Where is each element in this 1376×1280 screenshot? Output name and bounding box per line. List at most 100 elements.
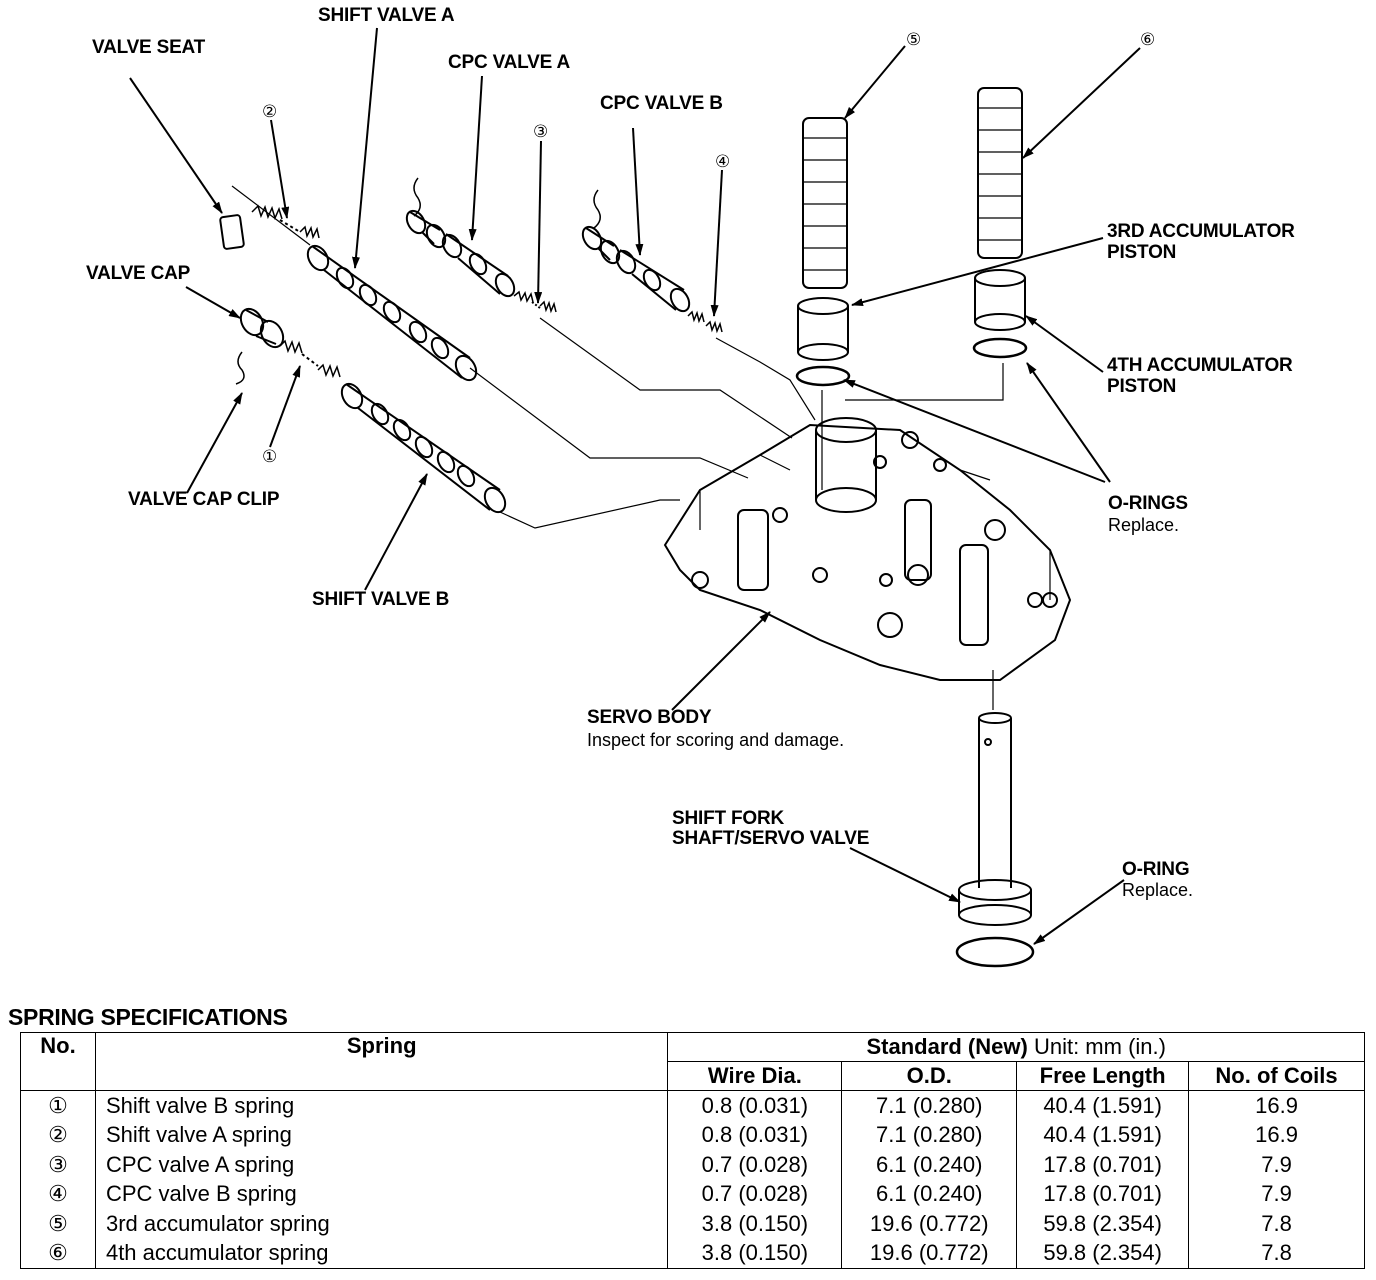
cell-spring: Shift valve A spring <box>94 1120 669 1150</box>
cell-wire: 0.7 (0.028) <box>667 1179 843 1209</box>
leader-orings-1 <box>843 379 1106 483</box>
callout-6: ⑥ <box>1140 30 1156 49</box>
valve-cap-part <box>235 307 285 385</box>
accumulator-4-spring <box>977 87 1023 259</box>
cell-od: 7.1 (0.280) <box>841 1090 1018 1121</box>
cell-no: ③ <box>20 1150 96 1180</box>
shift-valve-b-part <box>340 382 507 514</box>
label-shift-valve-a: SHIFT VALVE A <box>318 5 455 26</box>
leader-valve-cap <box>185 286 241 319</box>
leader-shift-valve-a <box>352 27 378 269</box>
leader-valve-cap-clip <box>186 392 243 494</box>
table-row: ③ CPC valve A spring 0.7 (0.028) 6.1 (0.… <box>20 1150 1365 1180</box>
leader-valve-seat <box>129 77 223 214</box>
header-wire: Wire Dia. <box>667 1061 843 1091</box>
cell-coils: 7.8 <box>1188 1238 1365 1269</box>
leader-n4 <box>710 169 723 317</box>
cell-wire: 3.8 (0.150) <box>667 1209 843 1239</box>
label-cpc-valve-a: CPC VALVE A <box>448 52 571 73</box>
cell-coils: 7.9 <box>1188 1150 1365 1180</box>
cell-od: 6.1 (0.240) <box>841 1179 1018 1209</box>
leader-n3 <box>534 140 543 304</box>
oring-shaft <box>955 936 1035 968</box>
callout-3: ③ <box>533 122 549 141</box>
label-shift-valve-b: SHIFT VALVE B <box>312 589 450 610</box>
cell-od: 7.1 (0.280) <box>841 1120 1018 1150</box>
header-od: O.D. <box>841 1061 1018 1091</box>
accumulator-3-piston <box>797 297 849 361</box>
cell-free: 40.4 (1.591) <box>1016 1120 1190 1150</box>
cell-wire: 0.7 (0.028) <box>667 1150 843 1180</box>
header-standard: Standard (New) Unit: mm (in.) <box>667 1032 1365 1062</box>
label-valve-cap: VALVE CAP <box>86 263 191 284</box>
leader-4th-acc <box>1025 315 1104 373</box>
cell-no: ⑥ <box>20 1238 96 1269</box>
cell-free: 59.8 (2.354) <box>1016 1238 1190 1269</box>
spring-2 <box>251 204 283 221</box>
cell-spring: 3rd accumulator spring <box>94 1209 669 1239</box>
table-row: ② Shift valve A spring 0.8 (0.031) 7.1 (… <box>20 1120 1365 1150</box>
label-valve-seat: VALVE SEAT <box>92 37 206 58</box>
cpc-valve-a-part <box>405 177 557 314</box>
label-shift-fork-2: SHAFT/SERVO VALVE <box>672 828 870 849</box>
cell-spring: Shift valve B spring <box>94 1090 669 1121</box>
cell-spring: 4th accumulator spring <box>94 1238 669 1269</box>
table-row: ④ CPC valve B spring 0.7 (0.028) 6.1 (0.… <box>20 1179 1365 1209</box>
header-unit: Unit: mm (in.) <box>1033 1034 1166 1059</box>
accumulator-4-piston <box>974 269 1026 331</box>
header-standard-label: Standard (New) <box>866 1034 1028 1059</box>
leader-oring <box>1033 879 1125 945</box>
cell-od: 19.6 (0.772) <box>841 1238 1018 1269</box>
cell-no: ① <box>20 1090 96 1121</box>
label-3rd-acc-2: PISTON <box>1107 242 1177 263</box>
cell-free: 17.8 (0.701) <box>1016 1179 1190 1209</box>
label-orings-note: Replace. <box>1108 515 1180 535</box>
spring-spec-table: No. Spring Standard (New) Unit: mm (in.)… <box>20 1032 1365 1269</box>
cell-free: 40.4 (1.591) <box>1016 1090 1190 1121</box>
callout-2: ② <box>262 102 278 121</box>
accumulator-3-spring <box>802 117 848 289</box>
leader-shift-fork <box>849 847 961 903</box>
cell-coils: 16.9 <box>1188 1090 1365 1121</box>
header-spring: Spring <box>94 1032 669 1091</box>
callout-5: ⑤ <box>906 30 922 49</box>
shift-fork-shaft-part <box>958 712 1032 926</box>
oring-3rd <box>795 365 851 387</box>
label-oring-note: Replace. <box>1122 880 1194 900</box>
spring-1 <box>279 339 303 355</box>
cell-wire: 3.8 (0.150) <box>667 1238 843 1269</box>
label-shift-fork-1: SHIFT FORK <box>672 808 784 829</box>
leader-servo-body <box>671 611 771 711</box>
cell-od: 19.6 (0.772) <box>841 1209 1018 1239</box>
header-free: Free Length <box>1016 1061 1190 1091</box>
leader-n5 <box>844 45 906 119</box>
cell-no: ⑤ <box>20 1209 96 1239</box>
table-row: ⑥ 4th accumulator spring 3.8 (0.150) 19.… <box>20 1238 1365 1269</box>
label-valve-cap-clip: VALVE CAP CLIP <box>128 489 280 510</box>
label-servo-body: SERVO BODY <box>587 707 712 728</box>
callout-4: ④ <box>715 152 731 171</box>
cell-no: ④ <box>20 1179 96 1209</box>
spec-title: SPRING SPECIFICATIONS <box>8 1004 288 1030</box>
servo-body-part <box>663 417 1072 681</box>
label-cpc-valve-b: CPC VALVE B <box>600 93 723 114</box>
label-4th-acc-1: 4TH ACCUMULATOR <box>1107 355 1293 376</box>
cell-wire: 0.8 (0.031) <box>667 1120 843 1150</box>
cell-wire: 0.8 (0.031) <box>667 1090 843 1121</box>
cell-coils: 7.9 <box>1188 1179 1365 1209</box>
label-orings: O-RINGS <box>1108 493 1188 514</box>
cell-od: 6.1 (0.240) <box>841 1150 1018 1180</box>
cell-coils: 16.9 <box>1188 1120 1365 1150</box>
label-servo-body-note: Inspect for scoring and damage. <box>587 730 845 750</box>
oring-4th <box>972 337 1028 359</box>
label-3rd-acc-1: 3RD ACCUMULATOR <box>1107 221 1295 242</box>
cpc-valve-b-part <box>581 189 723 334</box>
leader-orings-2 <box>1026 362 1111 483</box>
leader-n2 <box>270 119 290 219</box>
label-oring: O-RING <box>1122 859 1190 880</box>
callout-1: ① <box>262 447 278 466</box>
cell-no: ② <box>20 1120 96 1150</box>
label-4th-acc-2: PISTON <box>1107 376 1177 397</box>
leader-3rd-acc <box>851 237 1104 307</box>
shift-valve-a-part <box>306 244 478 382</box>
